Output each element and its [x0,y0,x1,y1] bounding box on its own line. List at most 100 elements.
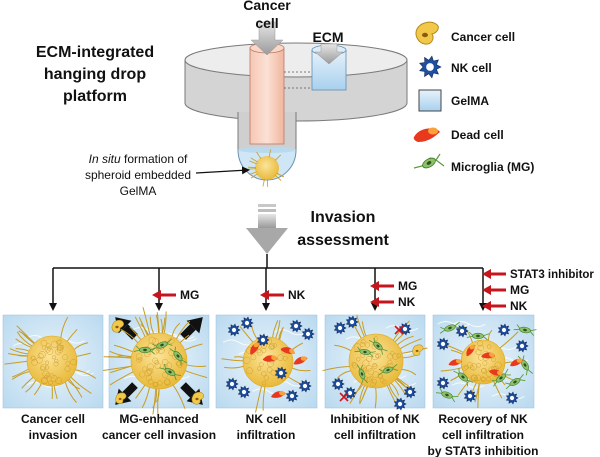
nk-cell-icon [285,389,299,403]
microglia-icon [378,363,398,376]
ecm-input-label: ECM [312,29,343,45]
treatment-labels: MG NK MG NK STAT3 inhibitor MG NK [152,269,594,313]
nk-cell-icon [240,316,254,330]
caption-panel-5-line-1: Recovery of NK [438,412,528,426]
panel-3-nk-infiltration [215,314,318,413]
treatment-label-mg-panel4: MG [398,279,417,293]
nk-cell-icon [298,379,312,393]
caption-panel-1-line-1: Cancer cell [21,412,85,426]
treatment-arrow-mg-panel4 [370,281,394,291]
panel-1-cancer-invasion [2,314,104,409]
microglia-icon [517,355,533,376]
dead-cell-icon [262,355,278,362]
nk-cell-icon [393,397,407,411]
microglia-icon [505,374,526,390]
treatment-label-stat3-panel5: STAT3 inhibitor [510,269,594,281]
dead-cell-icon [481,352,496,359]
caption-panel-3-line-2: infiltration [237,428,296,442]
legend-label-cancer-cell: Cancer cell [451,30,515,44]
cancer-cell-icon [191,391,204,405]
microglia-icon [453,368,474,387]
platform-title-line-3: platform [63,88,127,105]
cancer-cell-input-label: Cancer [243,0,291,13]
microglia-icon [133,345,157,355]
dead-cell-icon [293,356,308,365]
nk-cell-icon [497,323,511,337]
cancer-cell-input-arrow [250,21,284,56]
nk-cell-icon [289,319,303,333]
panel-captions: Cancer cell invasion MG-enhanced cancer … [21,412,538,457]
microglia-icon [354,346,376,358]
insitu-line-1: In situ formation of [89,152,188,166]
caption-panel-4-line-2: cell infiltration [334,428,416,442]
treatment-label-nk-panel3: NK [288,288,306,302]
nk-cell-icon [419,55,442,79]
treatment-arrow-nk-panel5 [482,301,506,311]
caption-panel-3-line-1: NK cell [246,412,287,426]
nk-cell-icon [515,339,529,353]
block-cross-icon [339,392,349,402]
caption-panel-4-line-1: Inhibition of NK [330,412,420,426]
nk-cell-icon [301,327,315,341]
nk-cell-icon [436,376,450,390]
legend: Cancer cell NK cell GelMA Dead cell Micr… [413,21,534,174]
legend-label-gelma: GelMA [451,94,489,108]
microglia-icon [413,153,445,169]
microglia-icon [356,364,369,384]
microglia-icon [513,324,537,336]
insitu-line-2: spheroid embedded [85,168,191,182]
treatment-arrow-stat3-panel5 [482,269,506,279]
nk-cell-icon [331,377,345,391]
invasion-label-line-2: assessment [297,232,389,249]
invasion-label-line-1: Invasion [311,209,376,226]
dead-cell-icon [280,347,295,354]
treatment-arrow-mg-panel2 [152,290,176,300]
caption-panel-2-line-1: MG-enhanced [119,412,198,426]
dead-cell-icon [250,342,260,355]
nk-cell-icon [436,337,450,351]
nk-cell-icon [225,377,239,391]
microglia-icon [435,388,459,403]
microglia-icon [159,364,181,381]
caption-panel-5-line-2: cell infiltration [442,428,524,442]
treatment-label-nk-panel5: NK [510,299,528,313]
nk-cell-icon [419,55,442,79]
treatment-label-nk-panel4: NK [398,295,416,309]
dead-cell-icon [510,358,523,367]
treatment-arrow-nk-panel3 [260,290,284,300]
legend-label-dead-cell: Dead cell [451,128,504,142]
insitu-line-3: GelMA [120,184,157,198]
platform-title-line-1: ECM-integrated [36,44,154,61]
panel-2-mg-enhanced [102,307,210,420]
cancer-cell-icon [115,392,127,404]
nk-cell-icon [256,333,270,347]
microglia-icon [466,331,490,341]
ecm-input-arrow [314,43,344,65]
caption-panel-5-line-3: by STAT3 inhibition [428,444,539,457]
cancer-cell-icon [415,21,439,45]
panel-4-nk-inhibition [322,314,428,411]
nk-cell-icon [237,385,251,399]
nk-cell-icon [274,366,288,380]
microglia-icon [169,346,188,366]
dead-cell-icon [413,127,440,142]
nk-cell-icon [463,389,477,403]
caption-panel-1-line-2: invasion [29,428,78,442]
dead-cell-icon [448,359,463,366]
dead-cell-icon [489,369,503,376]
panel-5-stat3-recovery [432,314,537,409]
caption-panel-2-line-2: cancer cell invasion [102,428,216,442]
cancer-spheroid [4,316,97,403]
nk-cell-icon [403,385,417,399]
legend-label-microglia: Microglia (MG) [451,160,534,174]
nk-cell-icon [333,321,347,335]
microglia-icon [368,337,388,355]
treatment-arrow-nk-panel4 [370,297,394,307]
nk-cell-icon [343,386,357,400]
cancer-cell-input-label-2: cell [255,15,278,31]
branch-connector [49,254,487,311]
microglia-icon [439,321,461,334]
cancer-cell-icon [111,319,124,333]
block-cross-icon [394,325,404,335]
